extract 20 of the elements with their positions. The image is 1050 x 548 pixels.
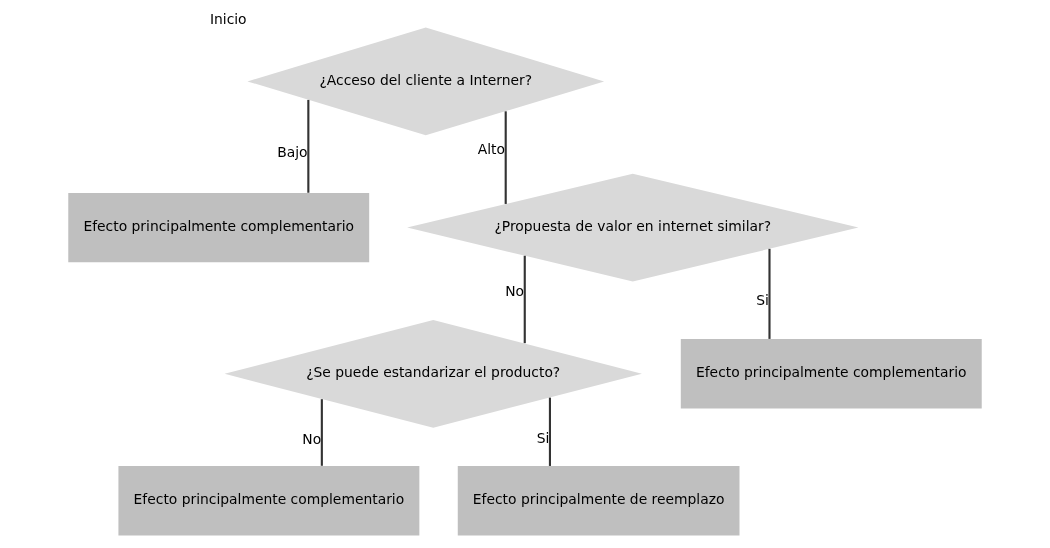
node-diamond: ¿Acceso del cliente a Interner? (247, 27, 605, 136)
connector (504, 111, 507, 204)
node-diamond: ¿Propuesta de valor en internet similar? (407, 173, 859, 282)
edge-label: Si (536, 429, 550, 446)
connector (320, 399, 323, 466)
connector (548, 397, 551, 466)
node-box: Efecto principalmente complementario (680, 339, 982, 409)
node-label: Inicio (209, 10, 247, 27)
edge-label: Alto (477, 140, 505, 157)
edge-label: No (505, 282, 525, 299)
node-box: Efecto principalmente complementario (68, 192, 370, 263)
node-box: Efecto principalmente de reemplazo (457, 466, 740, 536)
edge-label: Si (756, 291, 769, 308)
edge-label: Bajo (277, 144, 308, 161)
node-diamond: ¿Se puede estandarizar el producto? (224, 319, 642, 428)
connector (768, 248, 771, 339)
node-box: Efecto principalmente complementario (118, 466, 420, 536)
connector (307, 99, 310, 193)
edge-label: No (302, 430, 322, 447)
connector (523, 255, 526, 344)
